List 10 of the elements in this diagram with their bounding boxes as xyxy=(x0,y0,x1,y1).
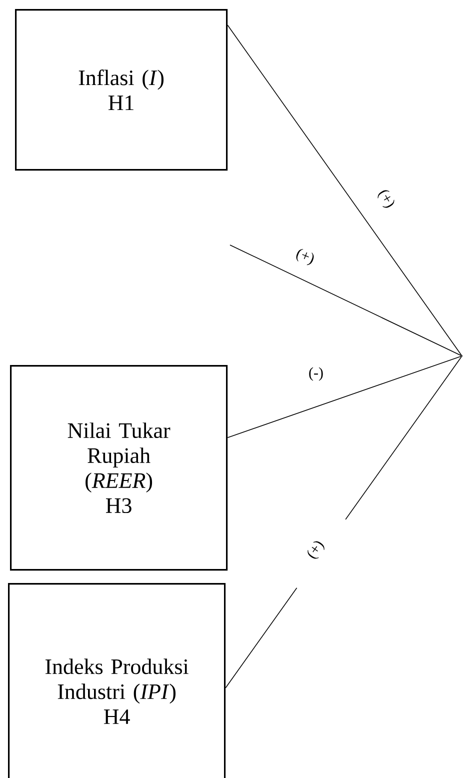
edge-label: (+) xyxy=(296,248,314,266)
line xyxy=(230,244,462,356)
edge-label: (+) xyxy=(378,190,394,208)
variable-box: Nilai Tukar Rupiah (REER) H3 xyxy=(10,365,228,571)
line xyxy=(227,356,462,438)
line xyxy=(227,24,462,356)
edge-label: (-) xyxy=(309,367,323,381)
variable-box: Inflasi (I) H1 xyxy=(15,9,228,171)
variable-box: Indeks Produksi Industri (IPI) H4 xyxy=(8,583,226,778)
edge-label: (+) xyxy=(308,541,324,559)
